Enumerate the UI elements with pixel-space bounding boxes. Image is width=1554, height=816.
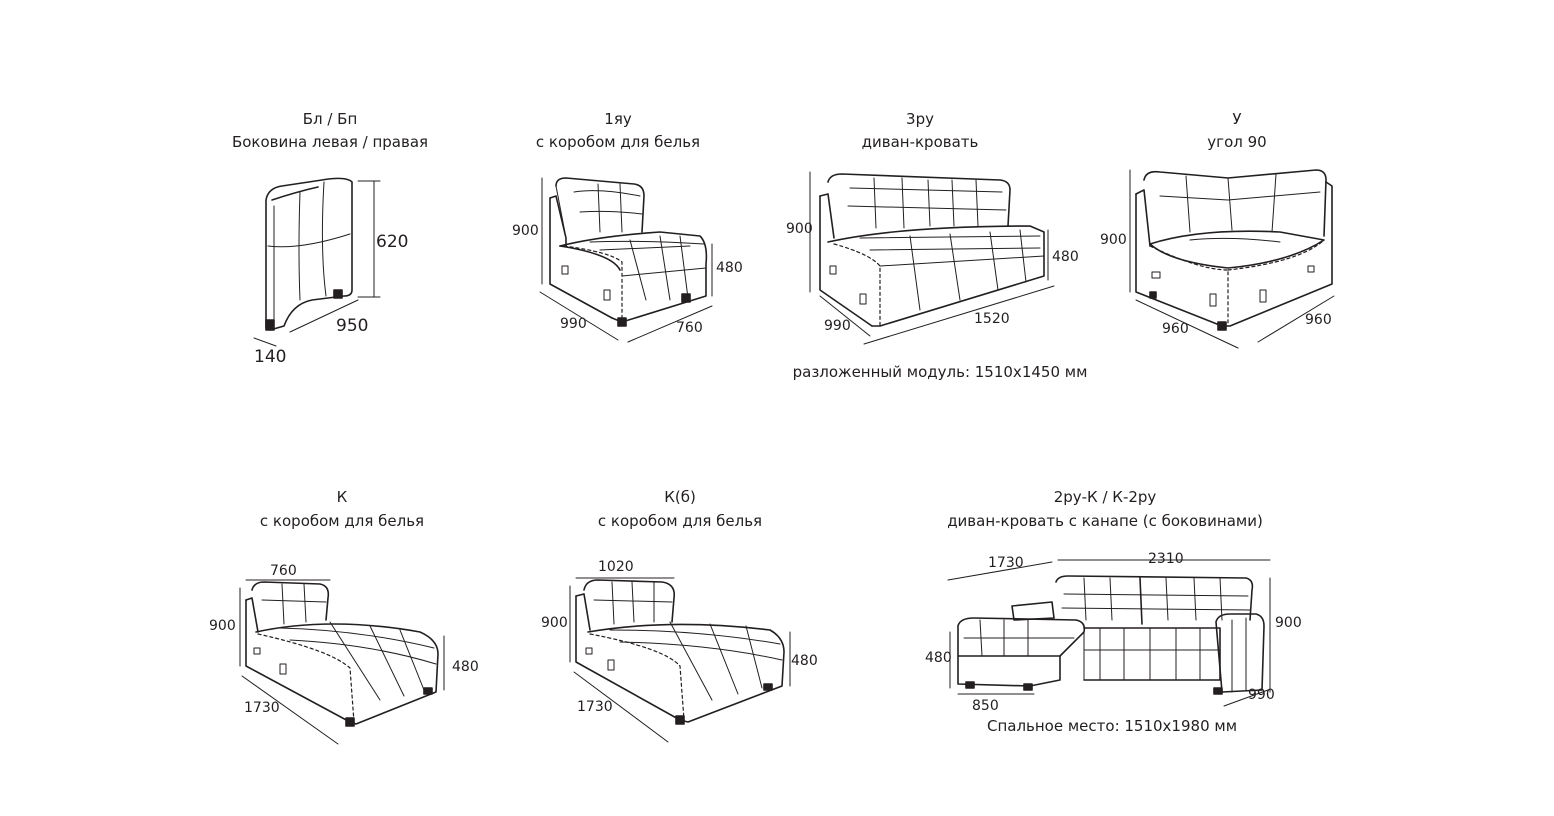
- dim-depth: 990: [560, 316, 587, 332]
- dim-width-right: 960: [1305, 312, 1332, 328]
- module-name: диван-кровать: [861, 133, 979, 151]
- dim-seat-height: 480: [716, 260, 743, 276]
- dim-depth: 950: [336, 316, 369, 336]
- dim-height: 900: [209, 618, 236, 634]
- module-name: угол 90: [1207, 133, 1267, 151]
- dim-height: 900: [541, 615, 568, 631]
- module-name: диван-кровать с канапе (с боковинами): [947, 512, 1263, 530]
- module-code: 1яу: [604, 110, 632, 128]
- dim-width: 140: [254, 347, 287, 367]
- module-code: 3ру: [906, 110, 934, 128]
- module-note: разложенный модуль: 1510х1450 мм: [792, 363, 1088, 381]
- module-name: с коробом для белья: [535, 133, 701, 151]
- dim-width-left: 960: [1162, 321, 1189, 337]
- dim-height: 900: [1275, 615, 1302, 631]
- module-name: с коробом для белья: [597, 512, 763, 530]
- dim-height: 620: [376, 232, 409, 252]
- dim-chaise-length: 1730: [988, 555, 1024, 571]
- module-1yau-drawing: [539, 177, 713, 343]
- module-code: У: [1232, 110, 1242, 128]
- dim-seat-height: 480: [791, 653, 818, 669]
- module-k-drawing: [239, 579, 445, 745]
- dim-height: 900: [1100, 232, 1127, 248]
- dim-height: 900: [786, 221, 813, 237]
- dim-height: 900: [512, 223, 539, 239]
- module-code: Бл / Бп: [302, 110, 358, 128]
- dim-seat-height: 480: [1052, 249, 1079, 265]
- module-code: 2ру-К / К-2ру: [1053, 488, 1157, 506]
- dim-depth: 990: [824, 318, 851, 334]
- dim-length: 1730: [244, 700, 280, 716]
- module-code: К: [336, 488, 348, 506]
- module-name: с коробом для белья: [259, 512, 425, 530]
- module-corner-sofa-drawing: [947, 559, 1271, 707]
- dim-sofa-width: 2310: [1148, 551, 1184, 567]
- dim-width: 760: [676, 320, 703, 336]
- dim-seat-height: 480: [452, 659, 479, 675]
- dim-chaise-width: 850: [972, 698, 999, 714]
- dim-width: 760: [270, 563, 297, 579]
- dim-length: 1730: [577, 699, 613, 715]
- dim-seat-height: 480: [925, 650, 952, 666]
- dim-width: 1020: [598, 559, 634, 575]
- dim-width: 1520: [974, 311, 1010, 327]
- module-3ru-drawing: [809, 171, 1055, 345]
- side-panel-drawing: [253, 177, 381, 347]
- module-corner-drawing: [1129, 169, 1335, 349]
- module-k-b-drawing: [569, 577, 791, 743]
- module-note: Спальное место: 1510х1980 мм: [986, 717, 1238, 735]
- module-name: Боковина левая / правая: [231, 133, 429, 151]
- module-code: К(б): [664, 488, 696, 506]
